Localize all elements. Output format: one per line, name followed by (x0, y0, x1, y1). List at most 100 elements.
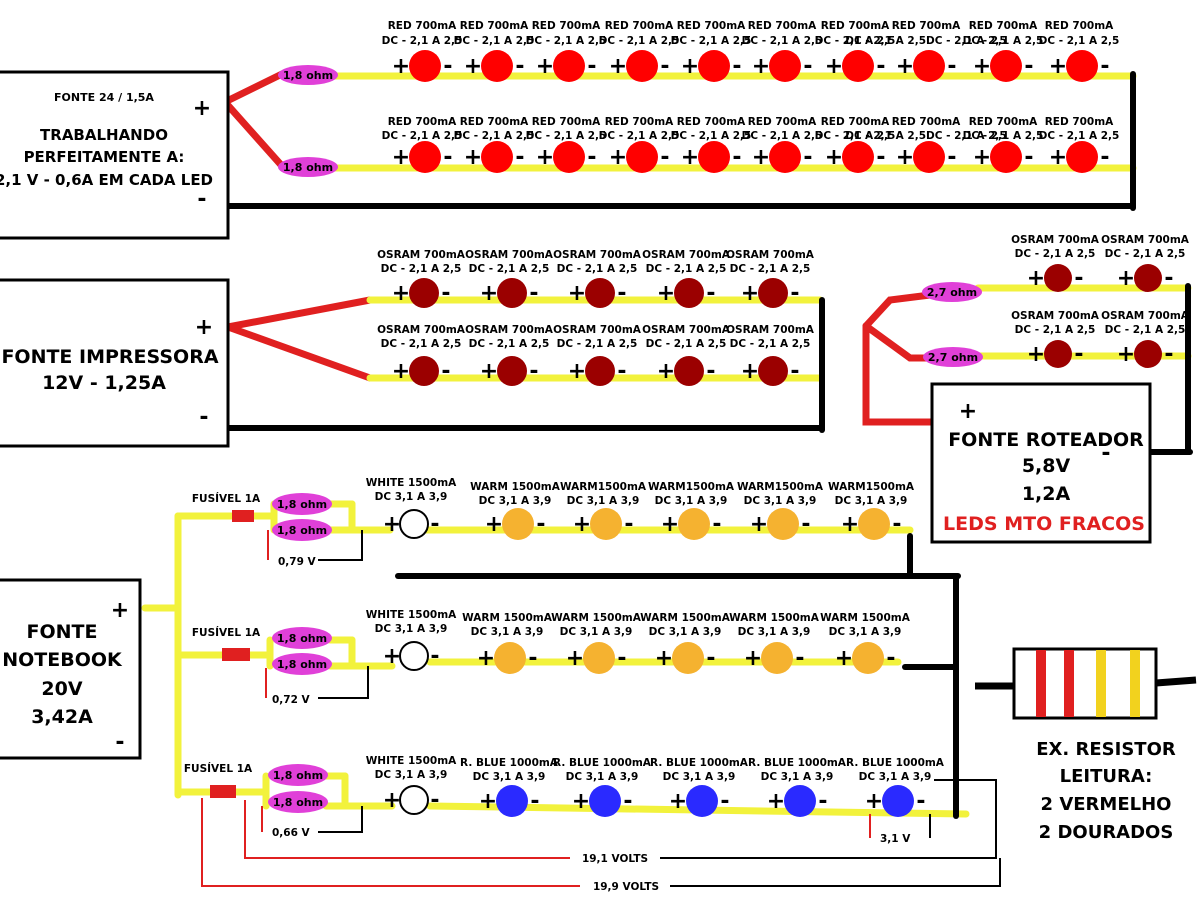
led-body (399, 641, 429, 671)
led-spec-label: DC - 2,1 A 2,5 (742, 130, 823, 142)
fuse-3 (210, 785, 236, 798)
supply-impressora-plus: + (195, 315, 213, 340)
resistor-body (923, 347, 983, 367)
led-body (583, 642, 615, 674)
led-name-label: R. BLUE 1000mA (553, 757, 652, 769)
led-plus-sign: + (657, 281, 675, 306)
led-minus-sign: - (803, 54, 812, 79)
led-plus-sign: + (865, 789, 883, 814)
led-body (678, 508, 710, 540)
led-plus-sign: + (392, 359, 410, 384)
resistor-example-line4: 2 DOURADOS (1039, 822, 1174, 843)
led-minus-sign: - (515, 54, 524, 79)
fuse-3-label: FUSÍVEL 1A (184, 762, 253, 775)
led-minus-sign: - (529, 281, 538, 306)
led-minus-sign: - (801, 512, 810, 537)
resistor: 1,8 ohm (272, 627, 332, 649)
resistor: 1,8 ohm (272, 519, 332, 541)
led-minus-sign: - (818, 789, 827, 814)
led-plus-sign: + (609, 54, 627, 79)
led-minus-sign: - (706, 646, 715, 671)
led-minus-sign: - (1100, 54, 1109, 79)
led-plus-sign: + (392, 145, 410, 170)
led-plus-sign: + (681, 145, 699, 170)
led-minus-sign: - (1164, 342, 1173, 367)
led-minus-sign: - (790, 359, 799, 384)
supply-impressora-minus: - (199, 405, 208, 430)
led-name-label: RED 700mA (748, 116, 817, 128)
led-body (686, 785, 718, 817)
led-minus-sign: - (443, 54, 452, 79)
led-minus-sign: - (1074, 342, 1083, 367)
resistor-body (272, 627, 332, 649)
led-body (589, 785, 621, 817)
led-spec-label: DC 3,1 A 3,9 (479, 495, 552, 507)
led-plus-sign: + (1049, 54, 1067, 79)
resistor-example-line1: EX. RESISTOR (1036, 739, 1176, 760)
resistor: 2,7 ohm (922, 282, 982, 302)
supply-notebook-plus: + (111, 598, 129, 623)
led-body (497, 356, 527, 386)
led-body (481, 50, 513, 82)
led-spec-label: DC - 2,1 A 2,5 (469, 338, 550, 350)
section-notebook-wires (141, 500, 970, 819)
led-plus-sign: + (896, 145, 914, 170)
led-spec-label: DC - 2,1 A 2,5 (526, 130, 607, 142)
led-minus-sign: - (1164, 266, 1173, 291)
led-body (990, 50, 1022, 82)
led-spec-label: DC 3,1 A 3,9 (375, 769, 448, 781)
led-plus-sign: + (383, 512, 401, 537)
led-spec-label: DC - 2,1 A 2,5 (599, 130, 680, 142)
led-plus-sign: + (383, 644, 401, 669)
led-name-label: RED 700mA (605, 116, 674, 128)
measurement-leads (201, 530, 1001, 887)
resistor-body (268, 764, 328, 786)
led-body (409, 356, 439, 386)
led-body (990, 141, 1022, 173)
led-spec-label: DC - 2,1 A 2,5 (730, 338, 811, 350)
led-body (1066, 50, 1098, 82)
led-minus-sign: - (660, 54, 669, 79)
led-spec-label: DC - 2,1 A 2,5 (963, 130, 1044, 142)
led-body (585, 356, 615, 386)
led-body (761, 642, 793, 674)
led-spec-label: DC - 2,1 A 2,5 (454, 130, 535, 142)
led-name-label: WARM1500mA (648, 481, 735, 493)
resistor-body (268, 791, 328, 813)
led-body (1134, 264, 1162, 292)
led-name-label: RED 700mA (605, 20, 674, 32)
voltage-branch-1: 0,79 V (278, 556, 317, 568)
supply-notebook-line2: NOTEBOOK (2, 649, 123, 671)
led-spec-label: DC - 2,1 A 2,5 (1015, 248, 1096, 260)
led-minus-sign: - (732, 54, 741, 79)
led-name-label: R. BLUE 1000mA (748, 757, 847, 769)
led-spec-label: DC 3,1 A 3,9 (471, 626, 544, 638)
led-spec-label: DC - 2,1 A 2,5 (599, 35, 680, 47)
supply-roteador-warning: LEDS MTO FRACOS (943, 513, 1145, 535)
supply-24v-plus: + (193, 96, 211, 121)
resistor-example-line3: 2 VERMELHO (1041, 794, 1172, 815)
led-plus-sign: + (750, 512, 768, 537)
led-minus-sign: - (803, 145, 812, 170)
led-body (758, 356, 788, 386)
led-name-label: R. BLUE 1000mA (650, 757, 749, 769)
resistor-band-1 (1036, 650, 1046, 717)
led-plus-sign: + (657, 359, 675, 384)
led-plus-sign: + (464, 54, 482, 79)
